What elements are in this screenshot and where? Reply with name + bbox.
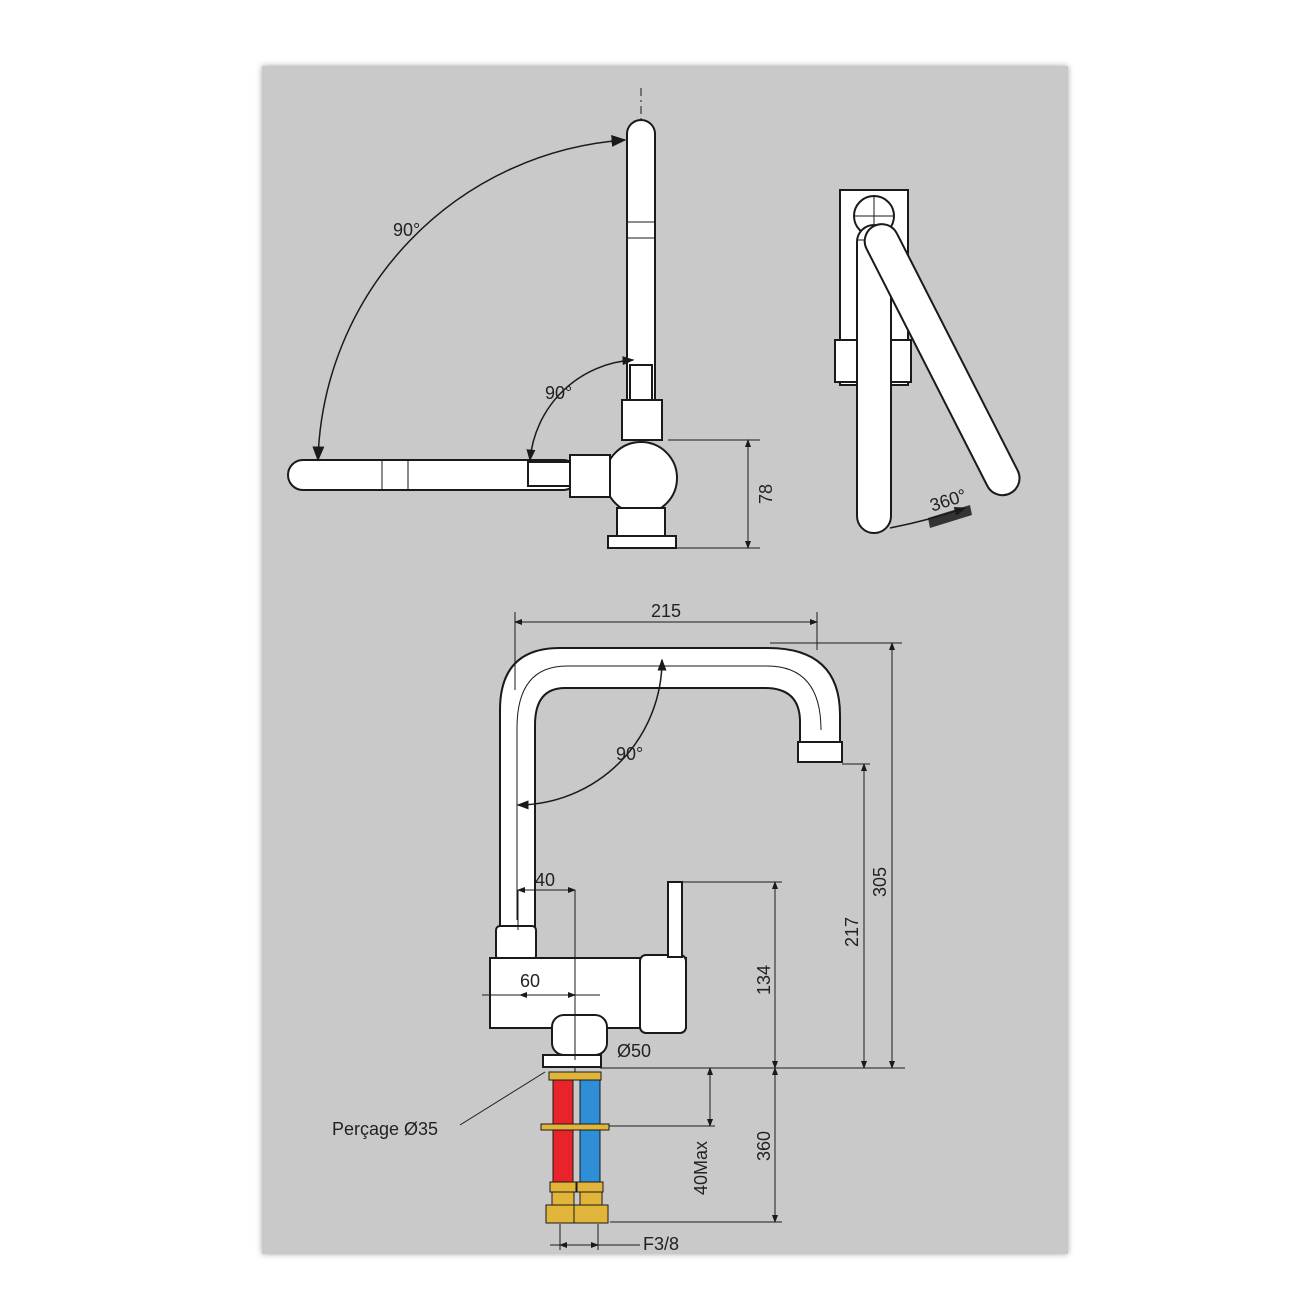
- body-disk: [604, 441, 678, 515]
- thread-label: F3/8: [643, 1234, 679, 1254]
- spout-collar: [569, 454, 611, 498]
- arc-label-small: 90°: [545, 383, 572, 403]
- drilling-label: Perçage Ø35: [332, 1119, 438, 1139]
- hot-water-hose: [552, 1079, 574, 1189]
- front-view: 215 90° 305 217 134 40 60 Ø50: [332, 601, 905, 1254]
- base-ring: [542, 1054, 602, 1068]
- supply-hoses: [540, 1071, 610, 1224]
- arc-label-large: 90°: [393, 220, 420, 240]
- height-217-label: 217: [842, 917, 862, 947]
- width-215-label: 215: [651, 601, 681, 621]
- rotation-arc-small: [526, 356, 635, 462]
- height-134-label: 134: [754, 965, 774, 995]
- base-plate: [607, 535, 677, 549]
- cold-fitting: [573, 1204, 609, 1224]
- height-78-label: 78: [756, 484, 776, 504]
- lever: [667, 881, 683, 958]
- top-view: 360°: [834, 189, 1021, 534]
- fixing-bracket: [540, 1123, 610, 1131]
- max-thickness-label: 40Max: [691, 1141, 711, 1195]
- hose-length-360-label: 360: [754, 1131, 774, 1161]
- top-spout-rotated: [863, 223, 1021, 497]
- height-305-label: 305: [870, 867, 890, 897]
- front-arc-label: 90°: [616, 744, 643, 764]
- front-rotation-arc: [516, 658, 667, 810]
- cold-water-hose: [579, 1079, 601, 1189]
- body-60-label: 60: [520, 971, 540, 991]
- side-view: 90° 90° 78: [287, 88, 776, 549]
- offset-40-label: 40: [535, 870, 555, 890]
- diameter-50-label: Ø50: [617, 1041, 651, 1061]
- rotation-arc-large: [312, 134, 627, 462]
- aerator: [797, 741, 843, 763]
